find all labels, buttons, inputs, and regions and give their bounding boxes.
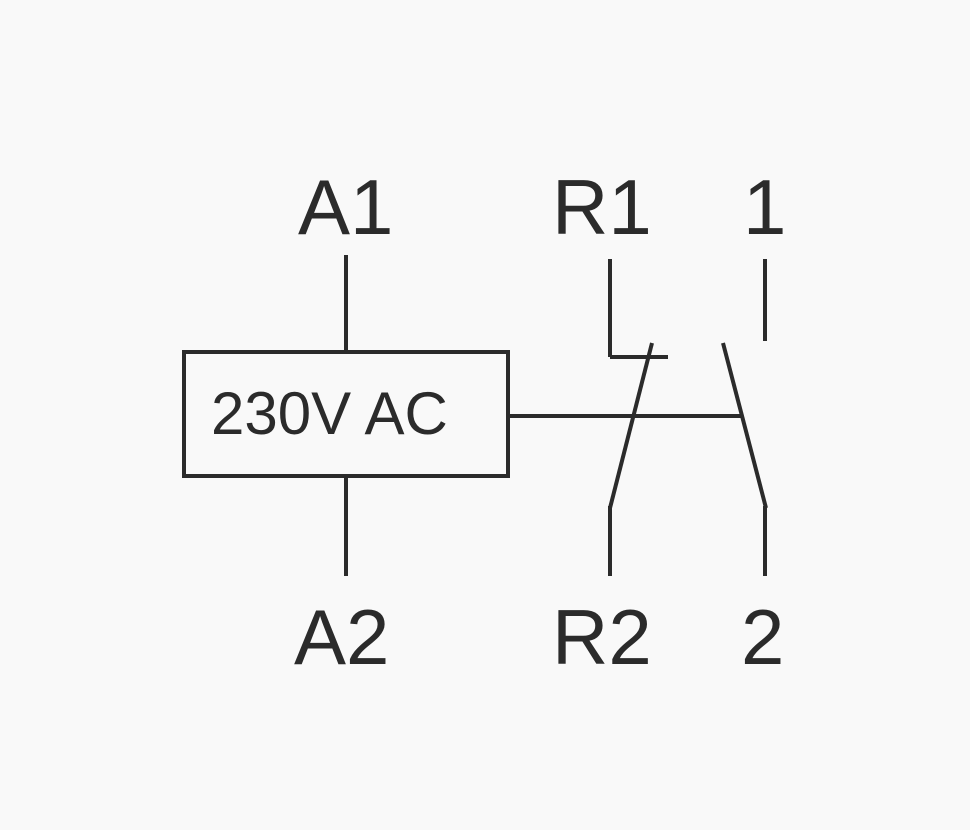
terminal-label-r1: R1 <box>552 163 652 251</box>
terminal-label-a1: A1 <box>298 163 394 251</box>
terminal-label-2: 2 <box>741 593 785 681</box>
no-contact-blade <box>721 342 768 509</box>
terminal-label-1: 1 <box>743 163 787 251</box>
terminal-label-a2: A2 <box>294 593 390 681</box>
nc-contact-blade <box>608 342 654 509</box>
terminal-label-r2: R2 <box>552 593 652 681</box>
coil-voltage-rating: 230V AC <box>211 380 448 447</box>
